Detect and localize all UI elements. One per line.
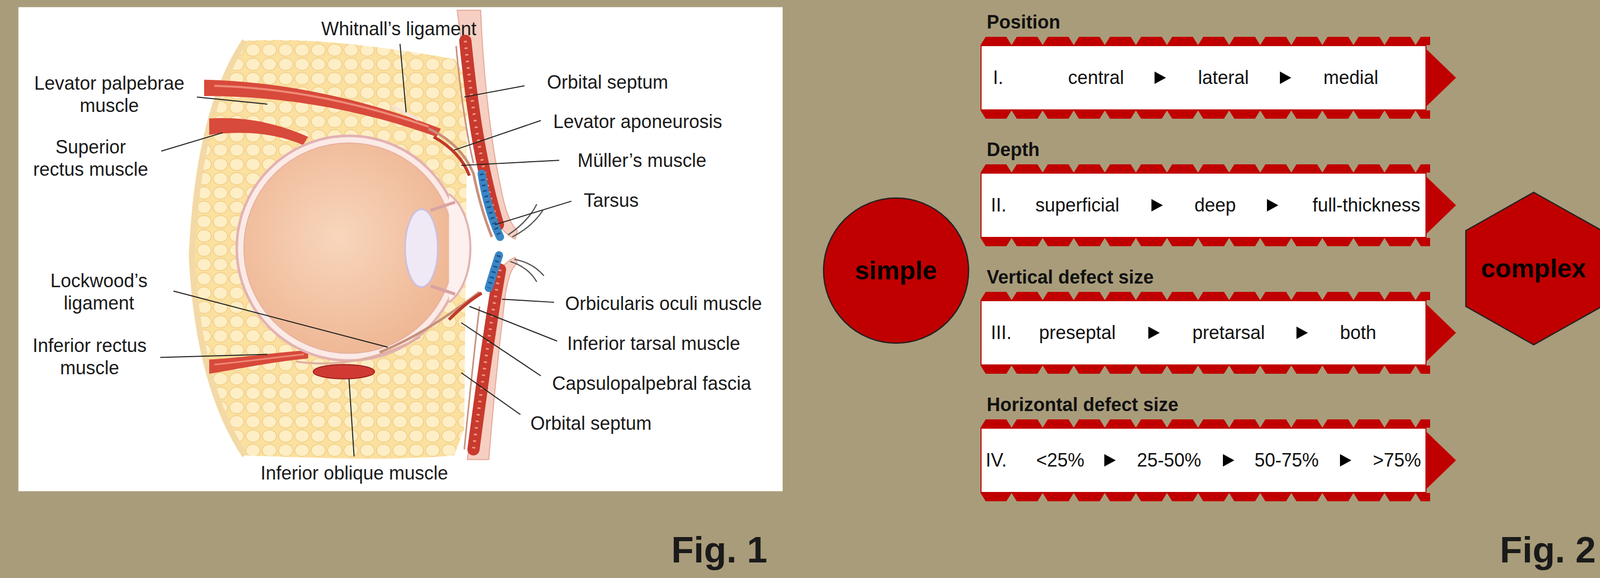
- scale-row-box: Vertical defect sizeIII.preseptalpretars…: [980, 299, 1427, 366]
- scale-step: medial: [1323, 66, 1379, 89]
- arrow-symbol: [1148, 326, 1160, 339]
- arrow-symbol: [1279, 71, 1292, 84]
- scale-step: both: [1339, 321, 1377, 344]
- arrow-symbol: [1266, 198, 1279, 212]
- roman-numeral: I.: [992, 66, 1004, 89]
- row-heading: Vertical defect size: [986, 266, 1154, 288]
- arrow-symbol: [1222, 453, 1235, 467]
- figure-number: Fig. 2: [1500, 530, 1596, 568]
- scale-step: >75%: [1372, 449, 1421, 471]
- roman-numeral: III.: [990, 321, 1012, 344]
- scale-step: lateral: [1198, 66, 1249, 89]
- part-label: Levator palpebrae muscle: [29, 71, 190, 117]
- arrow-symbol: [1104, 453, 1116, 467]
- end-hexagon: complex: [1465, 191, 1600, 345]
- part-label: Inferior oblique muscle: [260, 461, 449, 484]
- scale-step: <25%: [1035, 449, 1085, 471]
- arrow-symbol: [1296, 326, 1308, 339]
- scale-step: superficial: [1035, 194, 1120, 216]
- shape-label: complex: [1481, 253, 1587, 283]
- part-label: Whitnall’s ligament: [321, 17, 477, 40]
- scale-step: 50-75%: [1254, 449, 1319, 471]
- scale-row-box: DepthII.superficialdeepfull-thickness: [980, 172, 1427, 238]
- part-label: Tarsus: [583, 189, 639, 212]
- scale-step: central: [1068, 66, 1124, 89]
- scale-step: full-thickness: [1312, 194, 1421, 216]
- part-label: Inferior tarsal muscle: [567, 332, 741, 355]
- arrow-symbol: [1339, 453, 1352, 467]
- scale-row-box: Horizontal defect sizeIV.<25%25-50%50-75…: [980, 427, 1427, 493]
- row-heading: Depth: [986, 138, 1040, 161]
- part-label: Müller’s muscle: [577, 149, 707, 172]
- arrow-symbol: [1154, 71, 1166, 84]
- scale-step: 25-50%: [1136, 449, 1202, 471]
- part-label: Levator aponeurosis: [553, 110, 723, 133]
- scale-step: preseptal: [1039, 321, 1116, 344]
- part-label: Lockwood’s ligament: [34, 269, 164, 314]
- start-circle: simple: [822, 196, 970, 344]
- figure-number: Fig. 1: [671, 530, 768, 568]
- row-heading: Position: [986, 11, 1061, 34]
- part-label: Inferior rectus muscle: [22, 334, 157, 379]
- scale-step: deep: [1194, 194, 1236, 216]
- scale-row-box: PositionI.centrallateralmedial: [980, 45, 1427, 111]
- scale-step: pretarsal: [1192, 321, 1265, 344]
- leader-lines: [160, 44, 572, 457]
- shape-label: simple: [855, 255, 938, 285]
- roman-numeral: II.: [990, 194, 1007, 216]
- part-label: Orbital septum: [546, 70, 669, 94]
- part-label: Superior rectus muscle: [30, 135, 152, 181]
- part-label: Orbital septum: [530, 411, 652, 435]
- part-label: Capsulopalpebral fascia: [552, 371, 752, 395]
- part-label: Orbicularis oculi muscle: [565, 292, 762, 315]
- arrow-symbol: [1151, 198, 1163, 212]
- row-heading: Horizontal defect size: [986, 393, 1179, 416]
- roman-numeral: IV.: [985, 449, 1007, 471]
